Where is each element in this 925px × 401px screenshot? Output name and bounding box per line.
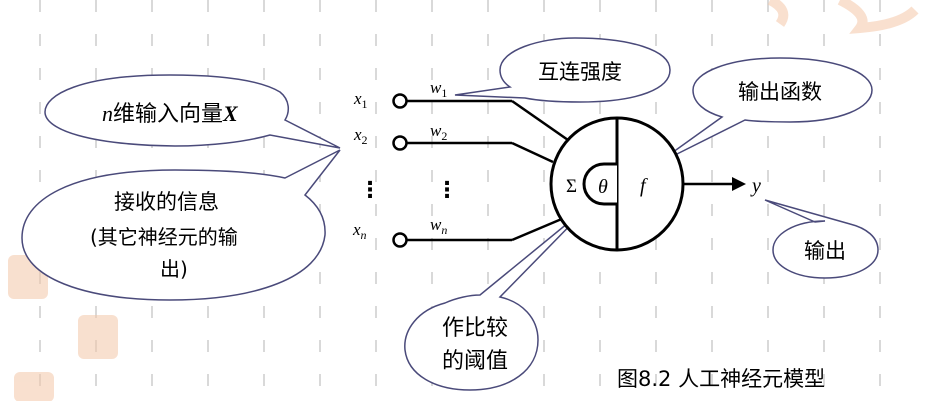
connection-strength-label: 互连强度 (538, 60, 622, 84)
svg-text:w2: w2 (430, 121, 447, 143)
connection-strength-bubble (454, 37, 671, 103)
output-bubble (764, 199, 879, 279)
input-subscript-2: 2 (362, 133, 368, 147)
svg-text:x1: x1 (353, 89, 368, 111)
weight-subscript-2: 2 (441, 129, 447, 143)
threshold-box (582, 162, 617, 206)
input-vector-x: X (222, 101, 239, 126)
output-arrowhead (732, 177, 746, 191)
input-connections (407, 99, 569, 242)
threshold-bubble (404, 204, 591, 391)
input-subscript-n: n (361, 228, 367, 242)
output-function-label: 输出函数 (738, 80, 822, 104)
input-label-1: x (353, 89, 362, 108)
threshold-symbol: θ (598, 176, 608, 198)
input-ellipsis: ⋮ (359, 178, 381, 203)
threshold-line1: 作比较 (442, 316, 508, 341)
svg-text:w1: w1 (430, 78, 447, 100)
received-info-bubble (21, 149, 341, 301)
weight-label-1: w (430, 78, 442, 97)
input-node-2 (392, 135, 408, 151)
svg-text:wn: wn (430, 215, 447, 237)
sum-symbol: Σ (566, 176, 577, 197)
received-info-line1: 接收的信息 (114, 190, 219, 214)
input-label-n: x (352, 220, 361, 239)
input-node-1 (392, 93, 408, 109)
figure-caption: 图8.2 人工神经元模型 (617, 367, 825, 391)
input-label-2: x (353, 125, 362, 144)
function-symbol: f (640, 175, 648, 197)
received-info-line2: (其它神经元的输 (90, 225, 238, 249)
input-subscript-1: 1 (362, 97, 368, 111)
weight-label-n: w (430, 215, 442, 234)
input-vector-n: n (102, 101, 113, 126)
threshold-line2: 的阈值 (442, 349, 508, 374)
weight-label-2: w (430, 121, 442, 140)
weight-subscript-1: 1 (441, 86, 447, 100)
output-variable: y (750, 175, 761, 197)
output-function-bubble (654, 57, 873, 166)
received-info-line3: 出) (160, 257, 188, 281)
svg-text:x2: x2 (353, 125, 368, 147)
svg-text:xn: xn (352, 220, 367, 242)
input-vector-label: 维输入向量 (113, 102, 223, 127)
output-label: 输出 (804, 239, 846, 263)
weight-subscript-n: n (441, 223, 447, 237)
input-node-n (392, 232, 408, 248)
input-vector-bubble (44, 74, 341, 149)
svg-text:n维输入向量X: n维输入向量X (102, 101, 239, 127)
weight-ellipsis: ⋮ (436, 178, 458, 203)
